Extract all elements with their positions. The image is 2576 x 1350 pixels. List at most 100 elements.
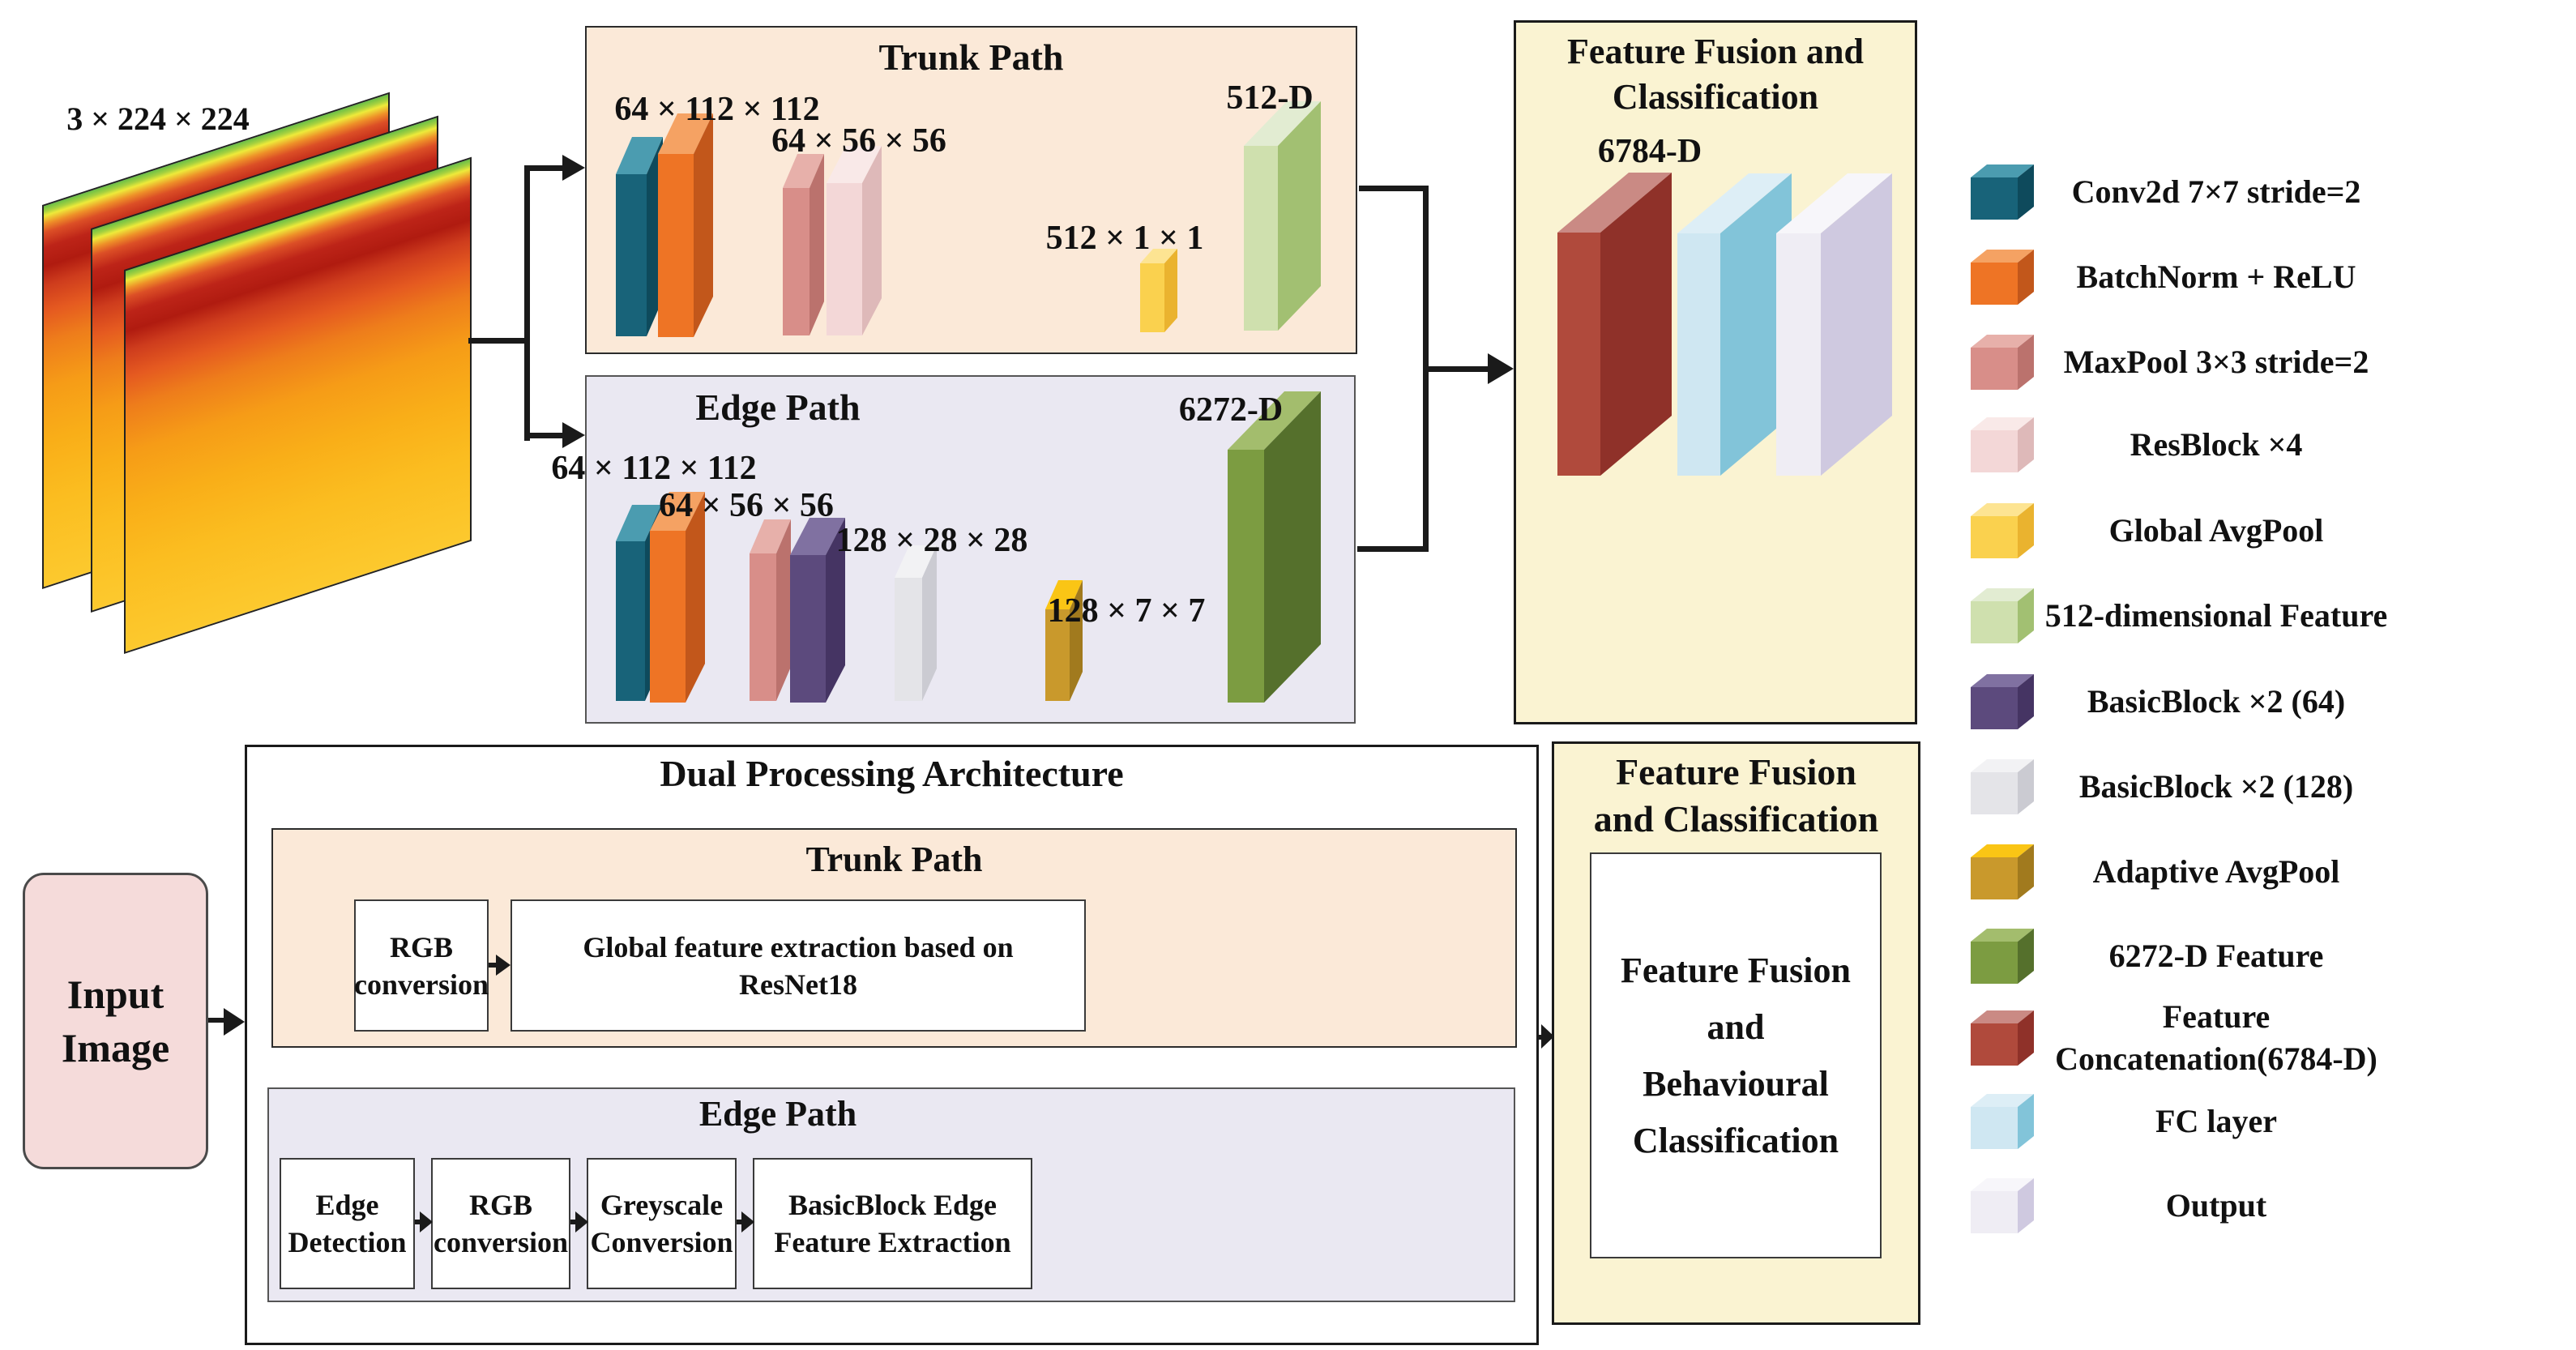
legend-swatch-conv-side xyxy=(2018,164,2034,220)
legend-swatch-concat xyxy=(1971,1023,2018,1066)
legend-swatch-resblock xyxy=(1971,430,2018,472)
legend-swatch-fc-top xyxy=(1971,1094,2034,1107)
legend-swatch-feat512 xyxy=(1971,601,2018,643)
legend-label-concat: Feature Concatenation(6784-D) xyxy=(2055,998,2377,1077)
trunk-bnrelu-block xyxy=(658,154,694,337)
edge-maxpool-block-side xyxy=(776,519,791,701)
edge-adaptivepool-block-side xyxy=(1070,580,1083,701)
legend-swatch-concat-side xyxy=(2018,1010,2034,1066)
legend-swatch-adaptive xyxy=(1971,857,2018,899)
trunk-dim-label-2: 64 × 56 × 56 xyxy=(771,122,946,160)
legend-swatch-bnrelu xyxy=(1971,263,2018,305)
legend-swatch-adaptive-top xyxy=(1971,844,2034,857)
edge-step-arrow-3-icon xyxy=(741,1211,754,1233)
legend-swatch-maxpool xyxy=(1971,348,2018,390)
trunk-dim-label-3: 512 × 1 × 1 xyxy=(1045,220,1204,257)
edge-adaptivepool-block xyxy=(1045,609,1070,701)
dual-processing-title: Dual Processing Architecture xyxy=(660,753,1124,794)
legend-swatch-output-side xyxy=(2018,1178,2034,1233)
legend-swatch-bnrelu-side xyxy=(2018,250,2034,305)
legend-label-basic64: BasicBlock ×2 (64) xyxy=(2087,683,2346,720)
legend-swatch-gap-side xyxy=(2018,503,2034,558)
trunk-conv-block xyxy=(616,174,647,336)
edge-basicblock128-block xyxy=(895,578,922,701)
flow-fusion-body-box: Feature Fusion and Behavioural Classific… xyxy=(1590,852,1882,1258)
flow-fusion-body-line1: Feature Fusion xyxy=(1621,950,1851,990)
legend-swatch-adaptive-side xyxy=(2018,844,2034,899)
legend-swatch-feat6272 xyxy=(1971,942,2018,984)
legend-swatch-basic64-top xyxy=(1971,674,2034,687)
fusion-output-block-side xyxy=(1821,173,1892,476)
legend-swatch-gap xyxy=(1971,516,2018,558)
edge-6272d-feature-block xyxy=(1228,450,1264,703)
fusion-fc-block xyxy=(1677,233,1720,476)
legend-swatch-maxpool-top xyxy=(1971,335,2034,348)
flow-step-basicblock-extraction: BasicBlock Edge Feature Extraction xyxy=(753,1158,1032,1289)
edge-6272d-feature-block-side xyxy=(1264,391,1321,703)
legend-swatch-conv-top xyxy=(1971,164,2034,177)
legend-label-feat6272: 6272-D Feature xyxy=(2108,938,2324,974)
trunk-maxpool-block-side xyxy=(810,154,824,335)
legend-swatch-maxpool-side xyxy=(2018,335,2034,390)
legend-label-feat512: 512-dimensional Feature xyxy=(2044,597,2388,634)
stack-to-edge-line xyxy=(524,433,565,438)
trunk-bnrelu-block-side xyxy=(694,113,713,337)
stack-split-line xyxy=(524,165,530,441)
edge-feature-label: 6272-D xyxy=(1178,391,1284,429)
legend-label-gap: Global AvgPool xyxy=(2108,512,2324,549)
arrow-to-trunk-icon xyxy=(562,155,585,181)
trunk-out-line xyxy=(1359,186,1429,191)
trunk-step-arrow-icon xyxy=(496,955,511,976)
fusion-concat-block-side xyxy=(1600,173,1672,476)
trunk-512d-feature-block xyxy=(1244,146,1278,331)
flow-fusion-body-line3: Behavioural xyxy=(1643,1063,1829,1104)
trunk-avgpool-block-side xyxy=(1164,249,1177,332)
stack-out-line xyxy=(468,338,530,344)
legend-label-conv: Conv2d 7×7 stride=2 xyxy=(2071,173,2361,210)
legend-swatch-resblock-top xyxy=(1971,417,2034,430)
input-image-box: Input Image xyxy=(23,873,208,1169)
legend-swatch-basic128 xyxy=(1971,772,2018,814)
trunk-resblock-block-side xyxy=(862,146,882,335)
arrow-to-fusion-icon xyxy=(1488,353,1514,384)
input-image-label-line1: Input xyxy=(66,972,164,1017)
trunk-path-panel xyxy=(585,26,1357,354)
flow-step-edge-detection: Edge Detection xyxy=(280,1158,415,1289)
legend-swatch-basic64-side xyxy=(2018,674,2034,729)
legend-label-adaptive: Adaptive AvgPool xyxy=(2092,853,2340,890)
legend-swatch-resblock-side xyxy=(2018,417,2034,472)
edge-dim-label-4: 128 × 7 × 7 xyxy=(1047,592,1206,630)
legend-label-bnrelu: BatchNorm + ReLU xyxy=(2076,258,2356,295)
flow-fusion-title-line2: and Classification xyxy=(1593,798,1879,839)
flow-step-rgb-conversion-trunk: RGB conversion xyxy=(354,899,489,1032)
fusion-concat-block xyxy=(1557,233,1600,476)
legend-swatch-feat512-side xyxy=(2018,588,2034,643)
legend-swatch-concat-top xyxy=(1971,1010,2034,1023)
trunk-feature-label: 512-D xyxy=(1226,79,1314,117)
flow-fusion-body-line2: and xyxy=(1707,1006,1765,1047)
legend-swatch-output xyxy=(1971,1191,2018,1233)
trunk-avgpool-block xyxy=(1140,263,1164,332)
edge-step-arrow-1-icon xyxy=(420,1211,433,1233)
legend-swatch-basic64 xyxy=(1971,687,2018,729)
edge-basicblock64-block xyxy=(790,555,826,703)
edge-step-arrow-3-line xyxy=(737,1220,743,1224)
edge-path-title: Edge Path xyxy=(695,387,861,428)
edge-bnrelu-block xyxy=(650,531,686,703)
edge-path-panel xyxy=(585,375,1356,724)
fusion-output-block xyxy=(1776,233,1821,476)
legend-label-maxpool: MaxPool 3×3 stride=2 xyxy=(2063,344,2369,380)
flow-fusion-body-line4: Classification xyxy=(1632,1120,1839,1160)
edge-dim-label-3: 128 × 28 × 28 xyxy=(835,522,1028,559)
legend-swatch-fc-side xyxy=(2018,1094,2034,1149)
legend-swatch-feat6272-top xyxy=(1971,929,2034,942)
flow-step-global-feature: Global feature extraction based on ResNe… xyxy=(511,899,1086,1032)
trunk-512d-feature-block-side xyxy=(1278,101,1321,331)
fusion-panel-title-line2: Classification xyxy=(1612,77,1819,117)
fusion-panel-title-line1: Feature Fusion and xyxy=(1567,32,1864,71)
trunk-step-arrow-line xyxy=(489,963,497,968)
legend-swatch-basic128-side xyxy=(2018,759,2034,814)
legend-label-resblock: ResBlock ×4 xyxy=(2130,426,2303,463)
input-image-label-line2: Image xyxy=(61,1025,170,1070)
